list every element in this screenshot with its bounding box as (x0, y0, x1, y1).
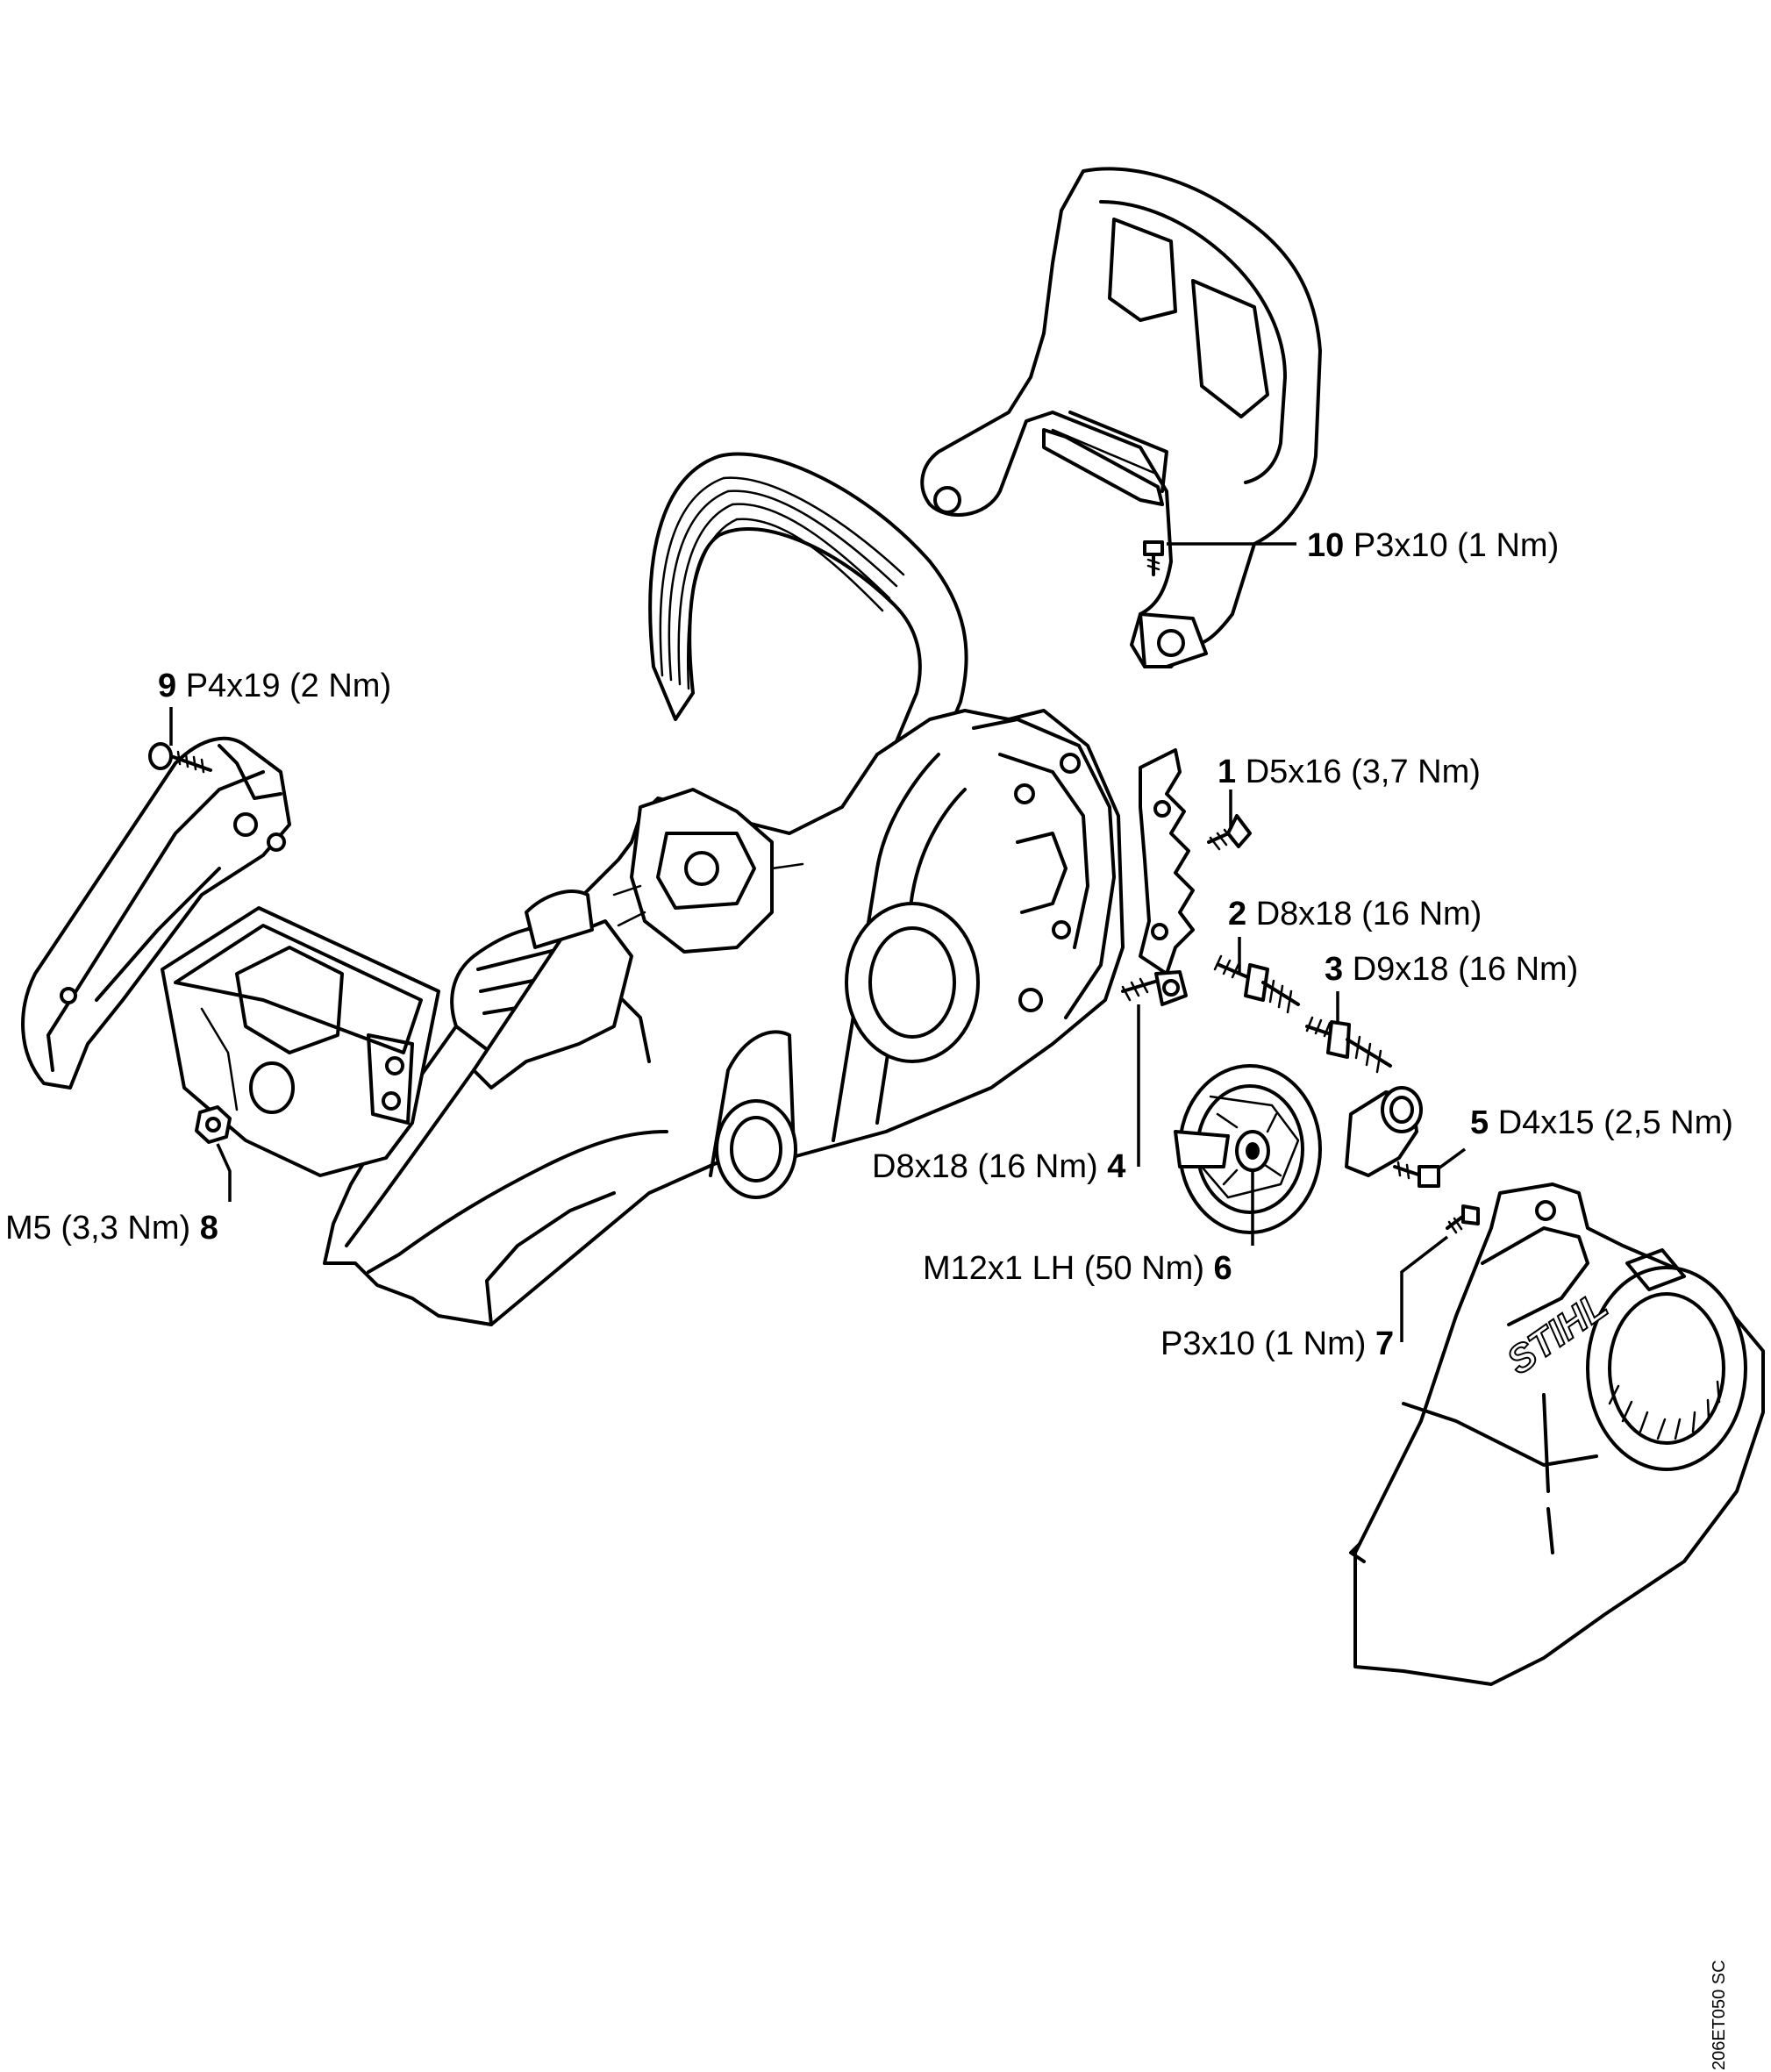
air-filter-base (161, 906, 440, 1177)
callout-6: M12x1 LH (50 Nm) 6 (923, 1250, 1232, 1287)
callout-2: 2 D8x18 (16 Nm) (1228, 896, 1482, 932)
rear-cover (21, 736, 291, 1090)
callout-8: M5 (3,3 Nm) 8 (5, 1210, 218, 1247)
engine-housing (323, 709, 1125, 1326)
callout-5: 5 D4x15 (2,5 Nm) (1470, 1104, 1733, 1141)
callout-10: 10 P3x10 (1 Nm) (1307, 527, 1560, 564)
clutch-6 (1174, 1064, 1322, 1234)
leader-5 (1437, 1147, 1467, 1170)
callout-7: P3x10 (1 Nm) 7 (1160, 1325, 1395, 1362)
nut-8 (195, 1105, 232, 1144)
stud-3 (1305, 1016, 1392, 1074)
screw-5 (1393, 1161, 1440, 1188)
screw-7 (1446, 1204, 1480, 1234)
chain-tensioner-5 (1345, 1086, 1423, 1177)
leader-7 (1400, 1235, 1449, 1342)
callout-9: 9 P4x19 (2 Nm) (158, 668, 392, 704)
callout-4: D8x18 (16 Nm) 4 (872, 1148, 1126, 1185)
screw-9 (148, 742, 212, 774)
stud-2 (1213, 954, 1300, 1014)
callout-3: 3 D9x18 (16 Nm) (1325, 951, 1579, 988)
figure-code: 206ET050 SC (1710, 1960, 1729, 2070)
screw-10 (1143, 540, 1164, 576)
sprocket-cover (1349, 1182, 1765, 1686)
callout-1: 1 D5x16 (3,7 Nm) (1218, 754, 1481, 790)
hand-guard (920, 167, 1322, 668)
bumper-spike (1139, 748, 1195, 975)
stud-4 (1121, 970, 1188, 1006)
leader-8 (216, 1143, 232, 1202)
